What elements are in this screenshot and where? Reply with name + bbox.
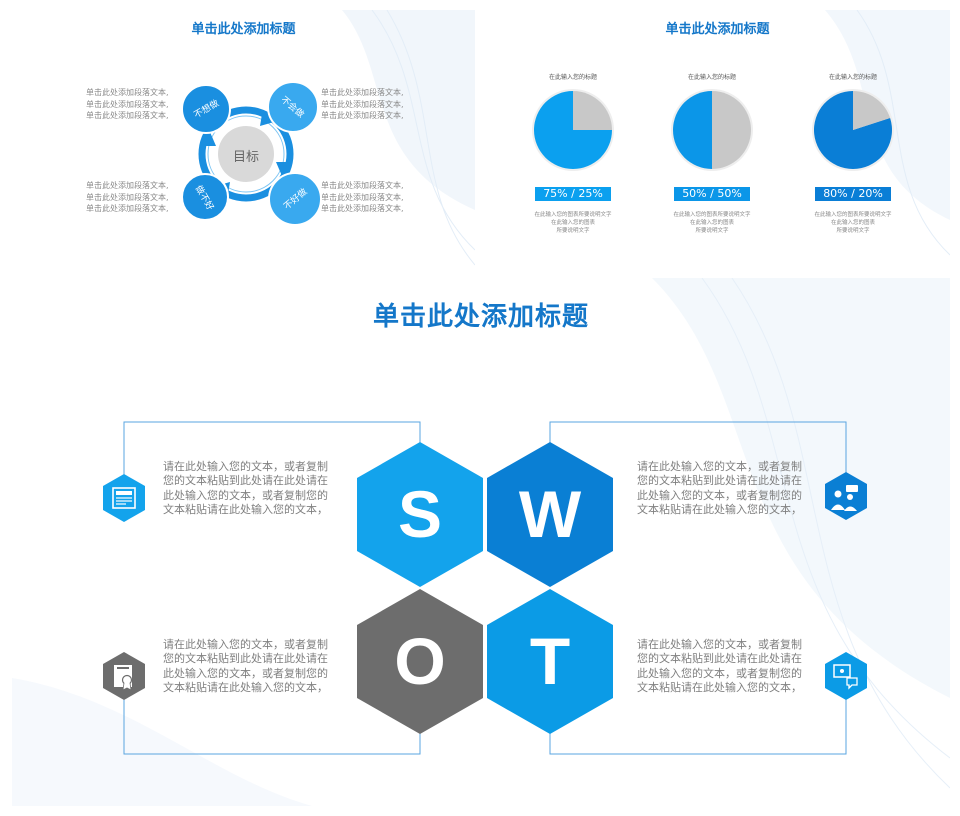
circle-bottom-left bbox=[181, 173, 229, 221]
frame-line-top-right bbox=[549, 421, 847, 480]
swot-text-weaknesses[interactable]: 请在此处输入您的文本，或者复制您的文本粘贴到此处请在此处请在此处输入您的文本，或… bbox=[637, 460, 802, 517]
pie-slice-major bbox=[813, 91, 892, 169]
certificate-icon bbox=[114, 665, 133, 691]
pie-chart-3 bbox=[812, 89, 894, 171]
pie-desc-line: 在此输入您的图表所要说明文字 bbox=[534, 212, 612, 218]
frame-line-bottom-left bbox=[123, 696, 421, 755]
arrow-icon bbox=[260, 114, 274, 126]
paragraph-line: 单击此处添加段落文本, bbox=[86, 181, 169, 190]
hex-o bbox=[357, 589, 483, 734]
newspaper-icon bbox=[112, 487, 136, 509]
paragraph-top-right[interactable]: 单击此处添加段落文本, 单击此处添加段落文本, 单击此处添加段落文本, bbox=[321, 87, 404, 122]
circle-top-left bbox=[181, 84, 231, 134]
paragraph-line: 单击此处添加段落文本, bbox=[86, 111, 169, 120]
paragraph-line: 单击此处添加段落文本, bbox=[321, 181, 404, 190]
goal-center-circle bbox=[218, 126, 274, 182]
paragraph-bottom-right[interactable]: 单击此处添加段落文本, 单击此处添加段落文本, 单击此处添加段落文本, bbox=[321, 180, 404, 215]
pie-desc-3[interactable]: 在此输入您的图表所要说明文字 在此输入您的图表 所要说明文字 bbox=[793, 211, 913, 235]
paragraph-bottom-left[interactable]: 单击此处添加段落文本, 单击此处添加段落文本, 单击此处添加段落文本, bbox=[86, 180, 169, 215]
slide-title[interactable]: 单击此处添加标题 bbox=[372, 302, 589, 332]
pie-desc-line: 在此输入您的图表所要说明文字 bbox=[814, 212, 892, 218]
pie-title-1[interactable]: 在此输入您的标题 bbox=[548, 74, 597, 81]
swot-diagram bbox=[103, 421, 867, 755]
pie-desc-line: 在此输入您的图表 bbox=[689, 220, 734, 226]
presentation-chat-icon bbox=[833, 664, 858, 690]
background-wave bbox=[12, 278, 950, 806]
pie-desc-line: 所要说明文字 bbox=[695, 228, 729, 234]
hex-w bbox=[487, 442, 613, 587]
swot-letter-s[interactable]: S bbox=[397, 477, 443, 551]
arrow-icon bbox=[276, 162, 288, 176]
swot-letter-w[interactable]: W bbox=[518, 477, 582, 551]
pie-desc-line: 所要说明文字 bbox=[556, 228, 590, 234]
pie-desc-line: 在此输入您的图表所要说明文字 bbox=[673, 212, 751, 218]
swot-text-opportunities[interactable]: 请在此处输入您的文本，或者复制您的文本粘贴到此处请在此处请在此处输入您的文本，或… bbox=[163, 638, 328, 695]
paragraph-line: 单击此处添加段落文本, bbox=[86, 192, 169, 202]
pie-title-3[interactable]: 在此输入您的标题 bbox=[828, 74, 877, 81]
pie-desc-line: 所要说明文字 bbox=[836, 228, 870, 234]
hex-s bbox=[357, 442, 483, 587]
paragraph-line: 单击此处添加段落文本, bbox=[321, 204, 404, 213]
paragraph-line: 单击此处添加段落文本, bbox=[86, 88, 169, 97]
pie-chart-1 bbox=[532, 89, 614, 171]
slide-title[interactable]: 单击此处添加标题 bbox=[191, 22, 296, 37]
paragraph-line: 单击此处添加段落文本, bbox=[321, 111, 404, 120]
swot-letter-t[interactable]: T bbox=[529, 624, 571, 698]
pie-label-2[interactable]: 50% / 50% bbox=[674, 187, 750, 201]
pie-slice-minor bbox=[573, 91, 612, 130]
frame-line-bottom-right bbox=[549, 696, 847, 755]
pie-title-2[interactable]: 在此输入您的标题 bbox=[687, 74, 736, 81]
pie-chart-2 bbox=[671, 89, 753, 171]
frame-line-top-left bbox=[123, 421, 421, 480]
arrow-icon bbox=[204, 132, 216, 146]
slide-goal-cycle: 单击此处添加标题 单击此处添加段落文本, 单击此处添加段落文本, 单击此处添加段… bbox=[12, 10, 475, 270]
swot-letter-o[interactable]: O bbox=[394, 624, 446, 698]
slide-pie-charts: 单击此处添加标题 在此输入您的标题 75% / 25% 在此输入您的图表所要说明… bbox=[485, 10, 950, 270]
circle-top-right bbox=[267, 81, 319, 133]
paragraph-line: 单击此处添加段落文本, bbox=[321, 88, 404, 97]
pie-desc-1[interactable]: 在此输入您的图表所要说明文字 在此输入您的图表 所要说明文字 bbox=[513, 211, 633, 235]
slide-title[interactable]: 单击此处添加标题 bbox=[665, 22, 770, 37]
swot-text-strengths[interactable]: 请在此处输入您的文本，或者复制您的文本粘贴到此处请在此处请在此处输入您的文本，或… bbox=[163, 460, 328, 517]
paragraph-line: 单击此处添加段落文本, bbox=[86, 99, 169, 109]
circle-bottom-right bbox=[268, 172, 322, 226]
paragraph-line: 单击此处添加段落文本, bbox=[321, 192, 404, 202]
pie-desc-line: 在此输入您的图表 bbox=[830, 220, 875, 226]
paragraph-line: 单击此处添加段落文本, bbox=[321, 99, 404, 109]
hex-t bbox=[487, 589, 613, 734]
pie-slice-minor bbox=[712, 91, 751, 169]
pie-desc-line: 在此输入您的图表 bbox=[550, 220, 595, 226]
pie-label-1[interactable]: 75% / 25% bbox=[535, 187, 611, 201]
pie-slice-minor bbox=[853, 91, 891, 130]
pie-slice-major bbox=[673, 91, 712, 169]
pie-desc-2[interactable]: 在此输入您的图表所要说明文字 在此输入您的图表 所要说明文字 bbox=[652, 211, 772, 235]
hex-icon-bg-w bbox=[825, 472, 867, 520]
pie-label-3[interactable]: 80% / 20% bbox=[815, 187, 891, 201]
people-chat-icon bbox=[831, 485, 858, 511]
paragraph-line: 单击此处添加段落文本, bbox=[86, 204, 169, 213]
swot-text-threats[interactable]: 请在此处输入您的文本，或者复制您的文本粘贴到此处请在此处请在此处输入您的文本，或… bbox=[637, 638, 802, 695]
paragraph-top-left[interactable]: 单击此处添加段落文本, 单击此处添加段落文本, 单击此处添加段落文本, bbox=[86, 87, 169, 122]
hex-icon-bg-t bbox=[825, 652, 867, 700]
goal-center-label: 目标 bbox=[232, 150, 259, 165]
goal-cycle-diagram bbox=[181, 81, 322, 226]
cycle-ring bbox=[198, 106, 294, 202]
slide-swot: 单击此处添加标题 bbox=[12, 278, 950, 806]
background-wave bbox=[342, 10, 475, 266]
